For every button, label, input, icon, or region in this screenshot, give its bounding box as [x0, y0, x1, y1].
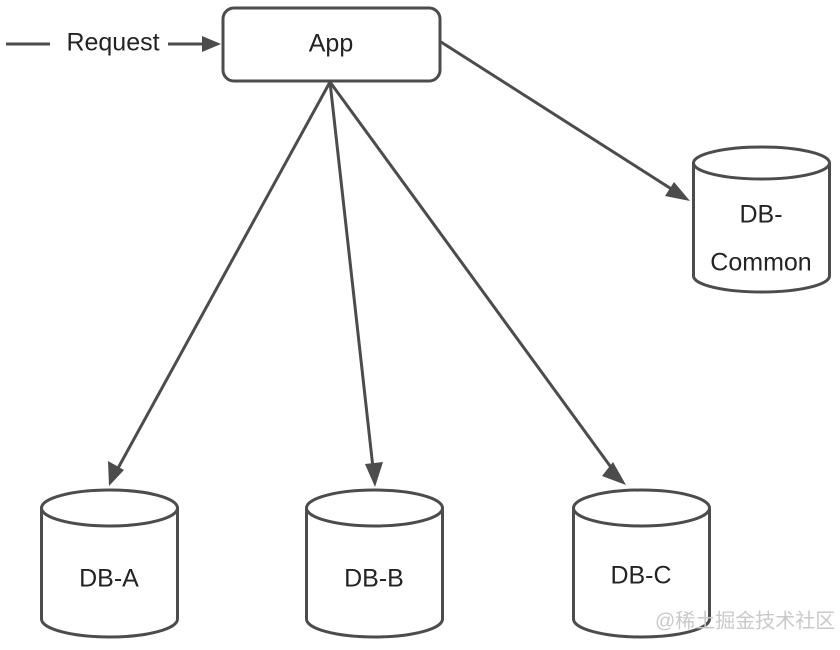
- request-arrowhead-icon: [202, 36, 221, 52]
- node-db-b-body[interactable]: [305, 488, 444, 639]
- edge-app-to-db-a: [108, 81, 332, 486]
- node-app-box[interactable]: [221, 6, 442, 83]
- app-to-db-common-shaft: [440, 40, 674, 192]
- node-db-a-label: DB-A: [79, 565, 139, 593]
- edge-app-to-db-b: [328, 81, 383, 487]
- node-db-a[interactable]: DB-A: [40, 488, 179, 639]
- app-to-db-c-shaft: [328, 81, 615, 471]
- edge-label-request: Request: [66, 29, 159, 57]
- app-to-db-common-arrowhead-icon: [665, 182, 690, 201]
- node-app-label: App: [309, 30, 353, 58]
- node-db-c-label: DB-C: [610, 562, 671, 590]
- node-db-common-top-ellipse: [692, 161, 831, 181]
- edge-request-to-app: Request: [6, 29, 221, 57]
- app-to-db-a-shaft: [115, 81, 332, 471]
- node-db-common-label-line2: Common: [710, 249, 811, 277]
- app-to-db-a-arrowhead-icon: [108, 461, 124, 486]
- node-db-b[interactable]: DB-B: [305, 488, 444, 639]
- node-db-b-top-ellipse: [305, 506, 444, 528]
- node-db-common-body[interactable]: [692, 145, 831, 294]
- node-db-c[interactable]: DB-C: [572, 488, 711, 639]
- node-app[interactable]: App: [221, 6, 442, 83]
- app-to-db-b-shaft: [328, 81, 375, 469]
- node-db-b-label: DB-B: [344, 565, 404, 593]
- edge-app-to-db-c: [328, 81, 626, 485]
- node-db-common[interactable]: DB- Common: [692, 145, 831, 294]
- edge-app-to-db-common: [440, 40, 690, 201]
- node-db-common-label-line1: DB-: [739, 201, 782, 229]
- node-db-a-top-ellipse: [40, 506, 179, 528]
- node-db-c-body[interactable]: [572, 488, 711, 639]
- app-to-db-b-arrowhead-icon: [365, 462, 383, 487]
- node-db-a-body[interactable]: [40, 488, 179, 639]
- node-db-c-top-ellipse: [572, 506, 711, 528]
- watermark-label: @稀土掘金技术社区: [655, 609, 835, 632]
- app-to-db-c-arrowhead-icon: [602, 462, 626, 485]
